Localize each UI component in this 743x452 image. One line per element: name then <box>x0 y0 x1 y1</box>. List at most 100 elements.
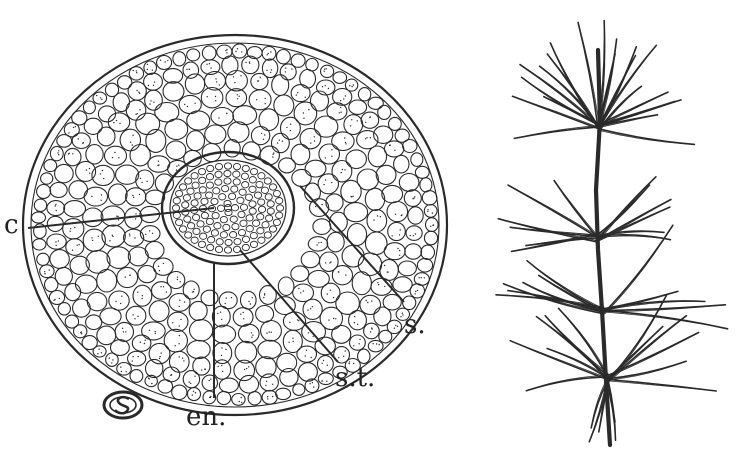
cell-dot <box>122 328 123 329</box>
cell-dot <box>166 291 167 292</box>
stele-cell <box>266 215 273 221</box>
cell-dot <box>340 100 341 101</box>
cell-dot <box>303 118 304 119</box>
cell-dot <box>81 333 82 334</box>
cortex-cell <box>321 65 334 77</box>
cortex-cell <box>226 71 248 91</box>
stele-cell <box>193 214 200 220</box>
cortex-cell <box>144 61 157 74</box>
cortex-cell <box>187 131 205 151</box>
cell-dot <box>272 156 273 157</box>
cell-dot <box>177 277 178 278</box>
cortex-cell <box>145 90 163 110</box>
cortex-cell <box>101 206 125 226</box>
cell-dot <box>112 236 113 237</box>
cell-dot <box>206 64 207 65</box>
cell-dot <box>325 85 326 86</box>
stele-cell <box>258 206 265 212</box>
cell-dot <box>240 75 241 76</box>
cell-dot <box>350 196 351 197</box>
cell-dot <box>324 69 325 70</box>
cell-dot <box>310 308 311 309</box>
cortex-cell <box>32 212 46 223</box>
cell-dot <box>220 312 221 313</box>
stele-cell <box>225 239 232 245</box>
cell-dot <box>109 357 110 358</box>
cell-dot <box>365 138 366 139</box>
cell-dot <box>354 322 355 323</box>
cell-dot <box>267 398 268 399</box>
cell-dot <box>179 306 180 307</box>
cell-dot <box>135 114 136 115</box>
cell-dot <box>394 150 395 151</box>
stele-cell <box>230 232 237 238</box>
cortex-cell <box>239 375 258 393</box>
cell-dot <box>132 144 133 145</box>
stele-cell <box>224 163 231 169</box>
cell-dot <box>331 149 332 150</box>
cell-dot <box>149 103 150 104</box>
cortex-cells <box>32 44 439 405</box>
cell-dot <box>241 51 242 52</box>
cortex-cell <box>314 116 337 137</box>
cell-dot <box>271 332 272 333</box>
cell-dot <box>163 286 164 287</box>
cell-dot <box>96 95 97 96</box>
cell-dot <box>432 225 433 226</box>
cortex-cell <box>190 320 213 341</box>
cortex-cell <box>65 284 81 301</box>
cell-dot <box>359 339 360 340</box>
cell-dot <box>263 139 264 140</box>
cortex-cell <box>201 290 218 305</box>
cell-dot <box>172 322 173 323</box>
cell-dot <box>125 331 126 332</box>
cell-dot <box>192 394 193 395</box>
cell-dot <box>101 99 102 100</box>
cortex-cell <box>305 160 326 177</box>
cortex-cell <box>371 278 392 295</box>
cell-dot <box>241 397 242 398</box>
cell-dot <box>56 245 57 246</box>
stele-cell <box>241 173 248 179</box>
cell-dot <box>55 204 56 205</box>
cell-dot <box>194 103 195 104</box>
cell-dot <box>210 396 211 397</box>
stele-cell <box>191 173 198 179</box>
cortex-cell <box>219 378 238 392</box>
cortex-cell <box>118 76 132 89</box>
cell-dot <box>129 233 130 234</box>
cell-dot <box>222 371 223 372</box>
stele-cell <box>206 182 213 188</box>
cell-dot <box>338 357 339 358</box>
cell-dot <box>328 319 329 320</box>
cell-dot <box>135 218 136 219</box>
cell-dot <box>139 93 140 94</box>
plant-branch-edge <box>554 181 597 236</box>
cell-dot <box>134 318 135 319</box>
cell-dot <box>140 342 141 343</box>
cortex-cell <box>165 119 188 140</box>
cell-dot <box>272 396 273 397</box>
stele-cell <box>231 186 238 192</box>
cell-dot <box>136 90 137 91</box>
cell-dot <box>234 82 235 83</box>
stele-cell <box>183 195 190 201</box>
cortex-cell <box>350 335 366 350</box>
cell-dot <box>77 245 78 246</box>
cell-dot <box>268 53 269 54</box>
cell-dot <box>182 358 183 359</box>
cell-dot <box>316 244 317 245</box>
cortex-cell <box>308 237 327 251</box>
cortex-cell <box>212 306 230 327</box>
cortex-cell <box>346 150 366 169</box>
cortex-cell <box>140 226 160 242</box>
stele-cell <box>256 181 263 187</box>
cortex-cell <box>239 324 260 343</box>
cell-dot <box>149 230 150 231</box>
cell-dot <box>371 300 372 301</box>
stele-cell <box>212 212 219 218</box>
cell-dot <box>326 68 327 69</box>
cortex-cell <box>318 356 334 373</box>
cell-dot <box>187 106 188 107</box>
stele-cell <box>242 244 249 250</box>
